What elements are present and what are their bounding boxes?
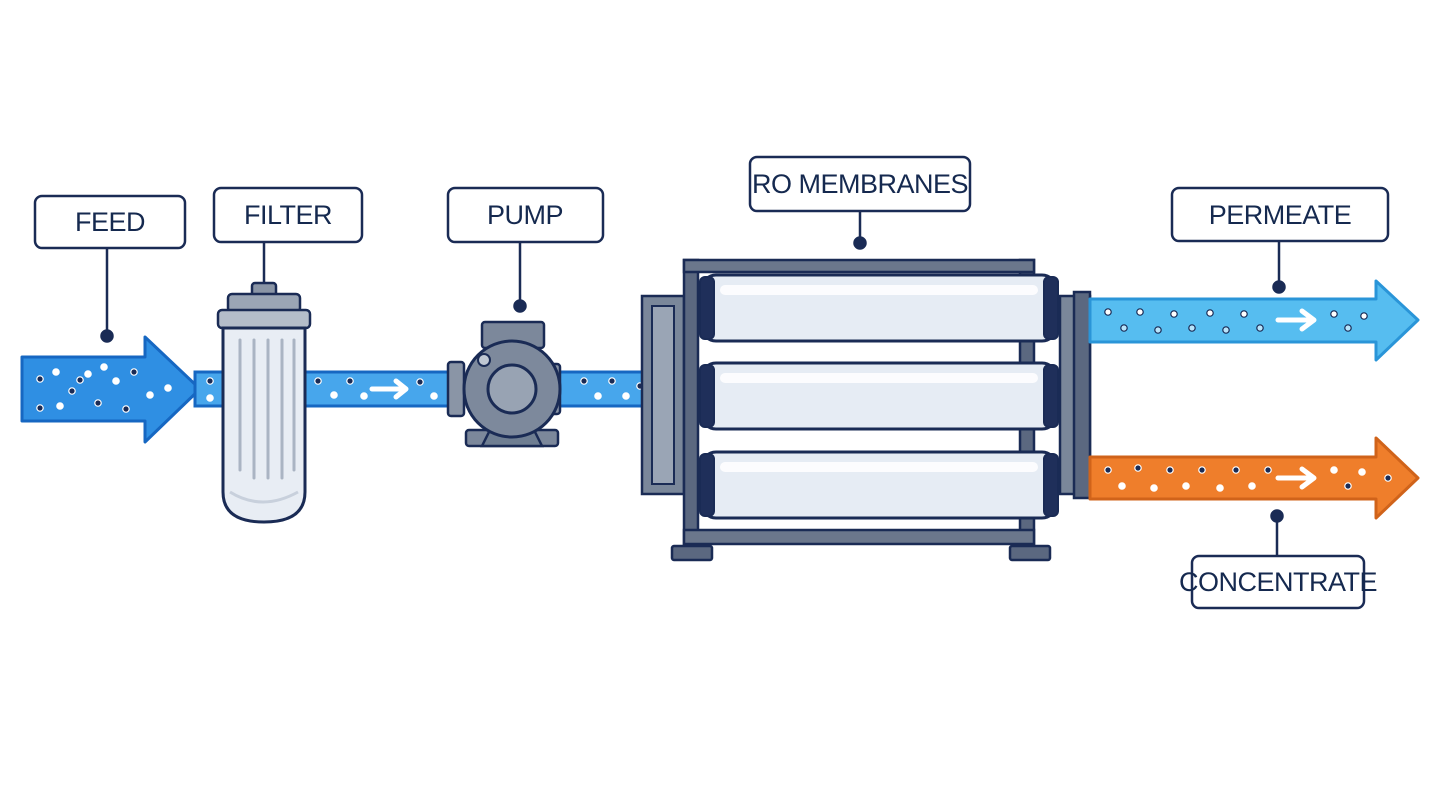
label-feed: FEED: [33, 194, 187, 250]
particle-dot: [1104, 308, 1112, 316]
particle-dot: [1198, 466, 1206, 474]
label-concentrate: CONCENTRATE: [1179, 554, 1378, 610]
membrane-rack: [640, 258, 1092, 562]
particle-dot: [1222, 326, 1230, 334]
particle-dot: [1120, 324, 1128, 332]
label-pump: PUMP: [446, 186, 605, 244]
flow-arrow-icon: [369, 378, 409, 400]
particle-dot: [112, 377, 120, 385]
particle-dot: [1216, 484, 1224, 492]
particle-dot: [100, 363, 108, 371]
particle-dot: [330, 391, 338, 399]
vessel-endcap-left: [699, 364, 715, 428]
particle-dot: [314, 377, 322, 385]
particle-dot: [1188, 324, 1196, 332]
particle-dot: [1360, 312, 1368, 320]
particle-dot: [1150, 484, 1158, 492]
vessel-highlight: [720, 462, 1038, 472]
cartridge-filter-icon: [216, 281, 312, 524]
particle-dot: [346, 377, 354, 385]
particle-dot: [430, 392, 438, 400]
particle-dot: [416, 378, 424, 386]
svg-text:RO MEMBRANES: RO MEMBRANES: [752, 169, 968, 199]
particle-dot: [1264, 466, 1272, 474]
centrifugal-pump-icon: [446, 320, 562, 448]
feed-particles: [36, 363, 172, 413]
particle-dot: [94, 399, 102, 407]
particle-dot: [84, 370, 92, 378]
particle-dot: [1136, 308, 1144, 316]
particle-dot: [76, 376, 84, 384]
vessel-endcap-right: [1043, 453, 1059, 517]
particle-dot: [1240, 310, 1248, 318]
membrane-vessel: [700, 361, 1058, 431]
particle-dot: [622, 392, 630, 400]
particle-dot: [580, 377, 588, 385]
particle-dot: [1358, 468, 1366, 476]
particle-dot: [1256, 324, 1264, 332]
leader-lines: [100, 212, 1286, 556]
particle-dot: [1344, 482, 1352, 490]
svg-text:CONCENTRATE: CONCENTRATE: [1179, 567, 1377, 597]
particle-dot: [1166, 466, 1174, 474]
particle-dot: [68, 387, 76, 395]
svg-text:FEED: FEED: [75, 207, 145, 237]
permeate-flow-arrow: [1088, 279, 1420, 362]
membrane-vessel-icon: [699, 273, 1059, 520]
particle-dot: [1170, 310, 1178, 318]
particle-dot: [122, 405, 130, 413]
flow-arrow-icon: [1275, 466, 1317, 490]
membrane-vessel: [700, 450, 1058, 520]
particle-dot: [1344, 324, 1352, 332]
particle-dot: [1104, 466, 1112, 474]
particle-dot: [36, 404, 44, 412]
particle-dot: [1330, 466, 1338, 474]
particle-dot: [1206, 309, 1214, 317]
particle-dot: [206, 377, 214, 385]
concentrate-flow-arrow: [1088, 436, 1420, 520]
particle-dot: [608, 377, 616, 385]
vessel-endcap-right: [1043, 364, 1059, 428]
svg-text:FILTER: FILTER: [244, 200, 332, 230]
particle-dot: [130, 368, 138, 376]
vessel-highlight: [720, 373, 1038, 383]
label-permeate: PERMEATE: [1170, 186, 1390, 243]
particle-dot: [1154, 326, 1162, 334]
particle-dot: [1330, 310, 1338, 318]
flow-arrow-icon: [1275, 308, 1317, 332]
particle-dot: [206, 394, 214, 402]
particle-dot: [1118, 482, 1126, 490]
particle-dot: [52, 368, 60, 376]
feed-flow-arrow: [20, 335, 202, 444]
particle-dot: [36, 375, 44, 383]
particle-dot: [1182, 482, 1190, 490]
particle-dot: [594, 392, 602, 400]
pipe-pump-to-membranes: [556, 370, 646, 408]
particle-dot: [1384, 474, 1392, 482]
vessel-endcap-left: [699, 453, 715, 517]
vessel-endcap-left: [699, 276, 715, 340]
particle-dot: [1248, 482, 1256, 490]
vessel-highlight: [720, 285, 1038, 295]
svg-text:PERMEATE: PERMEATE: [1209, 200, 1352, 230]
label-ro-membranes: RO MEMBRANES: [748, 155, 972, 213]
vessel-endcap-right: [1043, 276, 1059, 340]
svg-text:PUMP: PUMP: [487, 200, 563, 230]
particle-dot: [164, 384, 172, 392]
particle-dot: [146, 391, 154, 399]
label-filter: FILTER: [212, 186, 364, 244]
particle-dot: [1134, 464, 1142, 472]
membrane-vessel: [700, 273, 1058, 343]
particle-dot: [56, 402, 64, 410]
particle-dot: [360, 392, 368, 400]
particle-dot: [1232, 466, 1240, 474]
